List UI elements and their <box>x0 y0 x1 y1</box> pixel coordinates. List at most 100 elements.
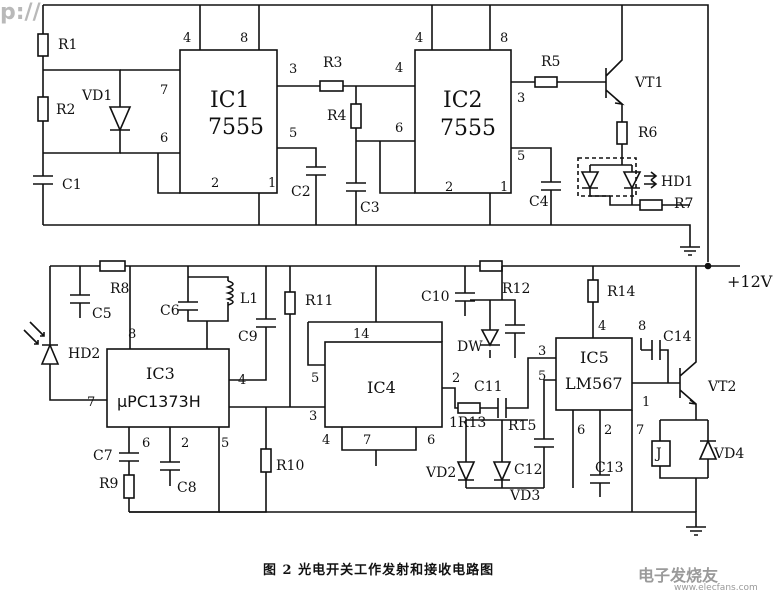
r4-body <box>350 103 362 129</box>
dw-cap-plates <box>505 324 525 334</box>
component-label-c10: C10 <box>421 289 450 305</box>
vd4-diode <box>698 439 718 460</box>
ic4-pin-label: 2 <box>452 371 461 386</box>
component-label-r8: R8 <box>110 281 130 297</box>
ic1-pin-label: 3 <box>289 62 298 77</box>
c4-plates <box>541 181 561 191</box>
ic5-pin-label: 3 <box>538 344 547 359</box>
ic4-pin-label: 4 <box>322 433 331 448</box>
r3-body <box>319 80 344 92</box>
r12-body <box>479 260 503 272</box>
tx-ground-rail <box>43 224 691 247</box>
r13-body <box>457 402 481 414</box>
c8-plates <box>160 461 180 471</box>
c2-plates <box>306 166 326 176</box>
component-label-r1: R1 <box>58 37 78 53</box>
hd2-photodiode <box>40 342 60 365</box>
ic2-pin-label: 4 <box>395 61 404 76</box>
ic4-box <box>324 341 443 428</box>
ic5-pin-label: 8 <box>638 319 647 334</box>
ic1-pin-label: 6 <box>160 131 169 146</box>
ic2-box <box>414 49 512 194</box>
component-label-c13: C13 <box>595 460 624 476</box>
ic3-pin-label: 2 <box>181 436 190 451</box>
component-label-r9: R9 <box>99 476 119 492</box>
component-label-r7: R7 <box>674 196 694 212</box>
component-label-r11: R11 <box>305 293 334 309</box>
component-label-vd2: VD2 <box>426 465 457 481</box>
r14-body <box>587 279 599 303</box>
ic5-box <box>555 337 633 411</box>
ic1-pin-label: 7 <box>160 83 169 98</box>
c13-plates <box>590 474 610 484</box>
vd3-diode <box>492 461 512 482</box>
component-label-dw: DW <box>457 339 483 355</box>
ic2-pin-label: 3 <box>517 91 526 106</box>
c10-plates <box>455 292 475 302</box>
ic3-pin-label: 7 <box>87 395 96 410</box>
vd1-diode <box>108 106 132 133</box>
ic4-pin-label: 6 <box>427 433 436 448</box>
ic4-pin-label: 14 <box>353 327 370 342</box>
ic3-pin-label: 5 <box>221 436 230 451</box>
c11-plates <box>497 398 507 418</box>
ic5-pin-label: 7 <box>636 423 645 438</box>
ic5-part: LM567 <box>565 374 623 393</box>
component-label-r5: R5 <box>541 54 561 70</box>
component-label-r2: R2 <box>56 102 76 118</box>
ic2-pin-label: 4 <box>415 31 424 46</box>
vd2-diode <box>456 461 476 482</box>
component-label-l1: L1 <box>240 291 259 307</box>
c9-plates <box>256 318 276 328</box>
component-label-vd3: VD3 <box>510 488 541 504</box>
component-label-c1: C1 <box>62 177 82 193</box>
component-label-c11: C11 <box>474 379 503 395</box>
ic5-pin-label: 1 <box>642 395 651 410</box>
ic3-box <box>106 348 230 428</box>
component-label-hd1: HD1 <box>661 174 694 190</box>
ic1-box <box>179 49 278 194</box>
ic2-pin-label: 5 <box>517 149 526 164</box>
ic3-pin-label: 8 <box>128 327 137 342</box>
component-label-r14: R14 <box>607 284 636 300</box>
component-label-c8: C8 <box>177 480 197 496</box>
c7-plates <box>119 452 139 462</box>
r8-body <box>99 260 126 272</box>
component-label-relay-j: J <box>656 446 662 462</box>
hd1-led-a <box>580 171 600 190</box>
component-label-hd2: HD2 <box>68 346 101 362</box>
c14-plates <box>651 340 661 360</box>
c3-plates <box>346 182 366 192</box>
ic5-label: IC5 <box>580 348 609 367</box>
hd1-led-b <box>622 171 642 190</box>
watermark-text: p:// <box>0 0 41 25</box>
c12-plates <box>534 438 554 448</box>
component-label-r6: R6 <box>638 125 658 141</box>
site-url: www.elecfans.com <box>674 583 758 593</box>
hd1-box <box>577 157 637 197</box>
ic2-label: IC2 <box>443 88 483 113</box>
ic1-pin-label: 5 <box>289 126 298 141</box>
ic1-pin-label: 4 <box>183 31 192 46</box>
ic2-part: 7555 <box>440 116 496 141</box>
ic1-pin-label: 2 <box>211 176 220 191</box>
rx-ground-symbol <box>686 526 706 536</box>
component-label-r10: R10 <box>276 458 305 474</box>
r10-body <box>260 448 272 473</box>
rx-ground-rail <box>129 511 697 527</box>
r9-body <box>123 474 135 499</box>
component-label-r13: 1R13 <box>449 415 487 431</box>
ic1-pin-label: 1 <box>268 176 277 191</box>
ic4-label: IC4 <box>367 378 396 397</box>
tx-ground-symbol <box>680 246 700 256</box>
site-logo: 电子发烧友 <box>638 566 719 585</box>
component-label-r4: R4 <box>327 108 347 124</box>
ic3-pin-label: 6 <box>142 436 151 451</box>
component-label-vd4: VD4 <box>714 446 745 462</box>
ic3-part: μPC1373H <box>117 392 201 411</box>
component-label-c14: C14 <box>663 329 692 345</box>
ic3-pin-label: 4 <box>238 373 247 388</box>
r6-body <box>616 121 628 145</box>
